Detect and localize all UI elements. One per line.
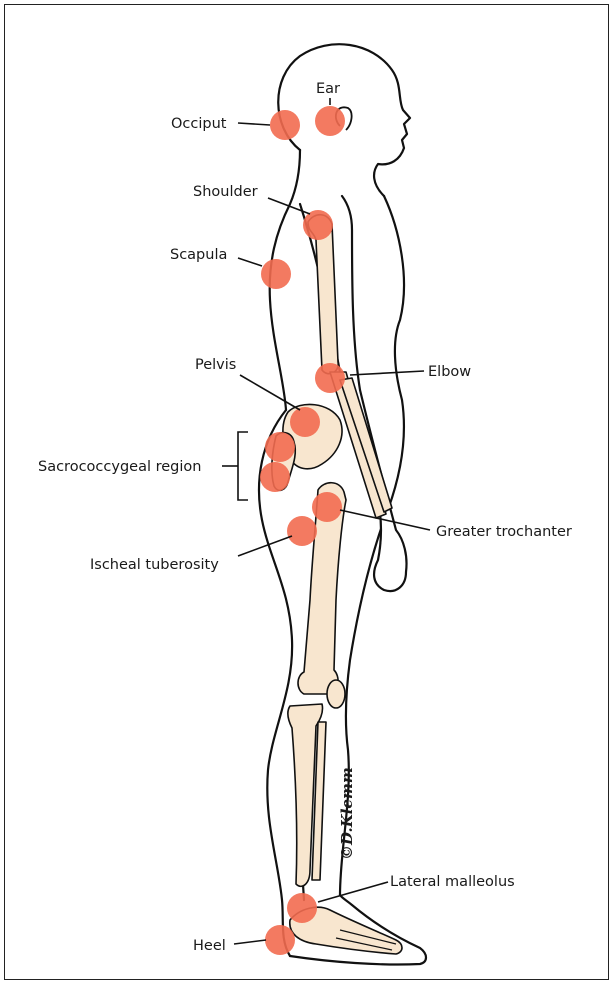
label-elbow: Elbow bbox=[428, 364, 471, 380]
label-lateral-malleolus: Lateral malleolus bbox=[390, 874, 515, 890]
pressure-point-occiput bbox=[270, 110, 300, 140]
pressure-point-ear bbox=[315, 106, 345, 136]
label-scapula: Scapula bbox=[170, 247, 227, 263]
label-greater-trochanter: Greater trochanter bbox=[436, 524, 572, 540]
pressure-point-heel bbox=[265, 925, 295, 955]
pressure-point-elbow bbox=[315, 363, 345, 393]
label-heel: Heel bbox=[193, 938, 226, 954]
artist-signature: ©D.Klemm bbox=[338, 767, 356, 860]
pressure-point-ischeal-tuberosity bbox=[287, 516, 317, 546]
pressure-point-pelvis bbox=[290, 407, 320, 437]
pressure-point-shoulder bbox=[303, 210, 333, 240]
label-shoulder: Shoulder bbox=[193, 184, 258, 200]
label-ischeal-tuberosity: Ischeal tuberosity bbox=[90, 557, 219, 573]
pressure-point-greater-trochanter bbox=[312, 492, 342, 522]
pressure-point-sacrococcygeal-upper bbox=[265, 432, 295, 462]
label-ear: Ear bbox=[316, 81, 340, 97]
label-pelvis: Pelvis bbox=[195, 357, 236, 373]
label-occiput: Occiput bbox=[171, 116, 227, 132]
pressure-point-scapula bbox=[261, 259, 291, 289]
pressure-point-sacrococcygeal-lower bbox=[260, 462, 290, 492]
label-sacrococcygeal-region: Sacrococcygeal region bbox=[38, 459, 201, 475]
pressure-point-lateral-malleolus bbox=[287, 893, 317, 923]
